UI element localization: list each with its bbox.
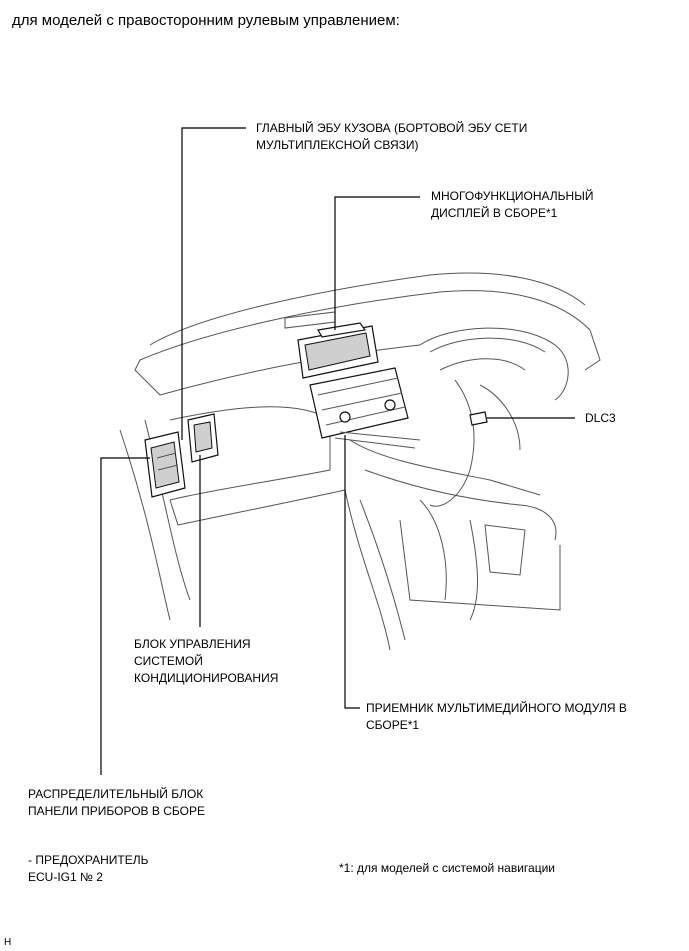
ac-control-part — [187, 413, 219, 463]
leader-lines — [100, 127, 575, 775]
multi-display-label: МНОГОФУНКЦИОНАЛЬНЫЙ ДИСПЛЕЙ В СБОРЕ*1 — [431, 189, 594, 220]
media-receiver-label: ПРИЕМНИК МУЛЬТИМЕДИЙНОГО МОДУЛЯ В СБОРЕ*… — [366, 701, 627, 732]
ac-control-label: БЛОК УПРАВЛЕНИЯ СИСТЕМОЙ КОНДИЦИОНИРОВАН… — [134, 637, 279, 685]
dlc3-label: DLC3 — [585, 411, 616, 425]
main-body-ecu-label: ГЛАВНЫЙ ЭБУ КУЗОВА (БОРТОВОЙ ЭБУ СЕТИ МУ… — [256, 121, 528, 152]
footnote: *1: для моделей с системой навигации — [339, 861, 555, 875]
dashboard-outline — [119, 272, 601, 651]
junction-block-part — [144, 431, 186, 498]
junction-block-label: РАСПРЕДЕЛИТЕЛЬНЫЙ БЛОК ПАНЕЛИ ПРИБОРОВ В… — [28, 787, 205, 818]
dlc3-part — [469, 411, 488, 426]
media-receiver-part — [309, 367, 421, 449]
corner-mark: H — [4, 937, 12, 948]
page-heading: для моделей с правосторонним рулевым упр… — [12, 12, 400, 29]
fuse-label: - ПРЕДОХРАНИТЕЛЬ ECU-IG1 № 2 — [28, 853, 149, 884]
multi-display-part — [297, 322, 379, 379]
